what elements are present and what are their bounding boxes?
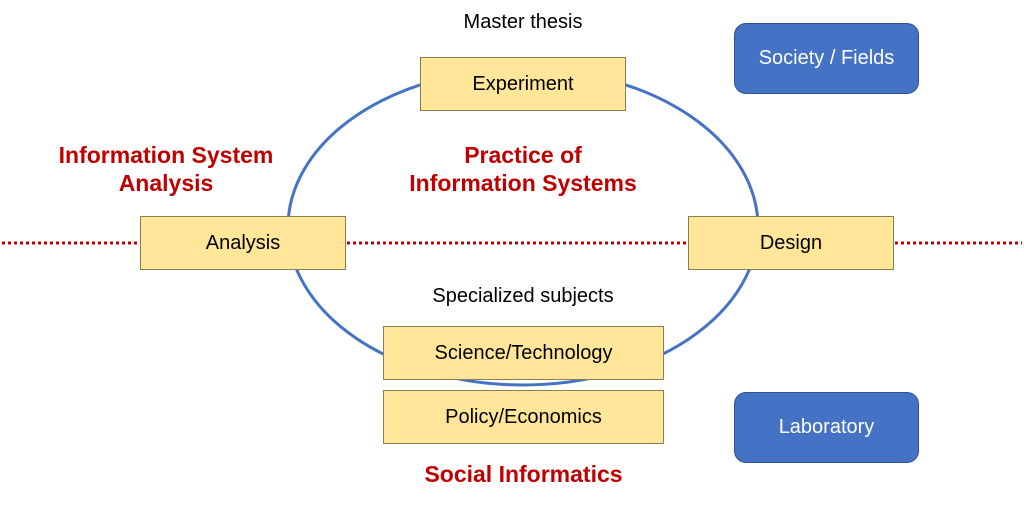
master-thesis-label: Master thesis bbox=[463, 11, 583, 33]
information-system-analysis-title: Information System Analysis bbox=[36, 142, 296, 197]
practice-of-information-systems-title: Practice of Information Systems bbox=[383, 142, 663, 197]
specialized-subjects-label: Specialized subjects bbox=[432, 285, 614, 307]
science-technology-box: Science/Technology bbox=[383, 326, 664, 380]
social-informatics-title: Social Informatics bbox=[424, 461, 623, 487]
information-system-analysis-line2: Analysis bbox=[118, 169, 214, 196]
experiment-box: Experiment bbox=[420, 57, 626, 111]
practice-line1: Practice of bbox=[464, 142, 582, 168]
information-system-analysis-line1: Information System bbox=[58, 142, 274, 168]
design-box: Design bbox=[688, 216, 894, 270]
analysis-box: Analysis bbox=[140, 216, 346, 270]
laboratory-box: Laboratory bbox=[734, 392, 919, 463]
society-fields-box: Society / Fields bbox=[734, 23, 919, 94]
policy-economics-box: Policy/Economics bbox=[383, 390, 664, 444]
practice-line2: Information Systems bbox=[409, 169, 637, 196]
